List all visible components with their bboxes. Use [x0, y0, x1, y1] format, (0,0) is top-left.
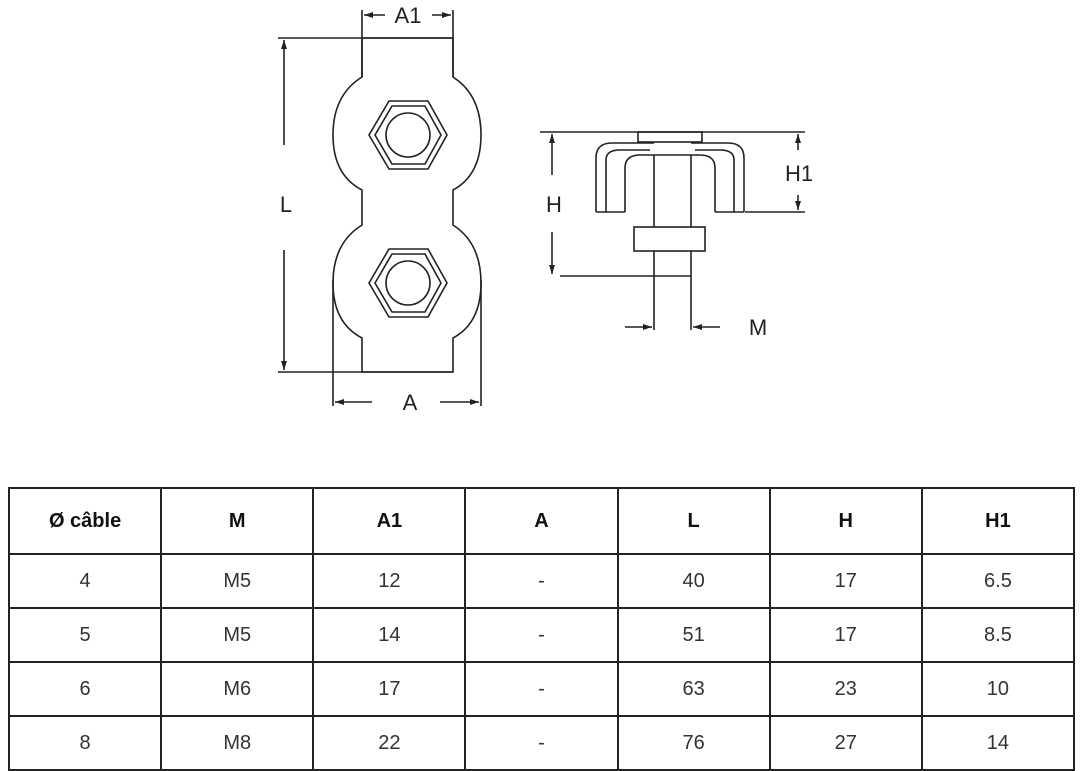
table-header-row: Ø câble M A1 A L H H1	[7, 487, 1076, 555]
header-h1: H1	[920, 487, 1076, 555]
table-cell: 14	[312, 607, 467, 663]
label-l: L	[280, 192, 292, 217]
table-cell: -	[464, 715, 619, 771]
label-a1: A1	[395, 3, 422, 28]
table-cell: 4	[7, 553, 163, 609]
table-cell: 17	[312, 661, 467, 717]
label-a: A	[403, 390, 418, 415]
table-cell: 27	[768, 715, 923, 771]
table-cell: 51	[616, 607, 771, 663]
technical-drawing: A1 L A H H1 M	[278, 3, 813, 415]
table-cell: 6.5	[920, 553, 1076, 609]
table-cell: 23	[768, 661, 923, 717]
table-cell: M8	[160, 715, 315, 771]
header-cable-diameter: Ø câble	[7, 487, 163, 555]
table-cell: -	[464, 607, 619, 663]
table-cell: -	[464, 661, 619, 717]
hex-nut-top	[368, 100, 448, 170]
hex-nut-bottom	[368, 248, 448, 318]
table-cell: 76	[616, 715, 771, 771]
table-cell: 8	[7, 715, 163, 771]
label-h1: H1	[785, 161, 813, 186]
table-cell: 17	[768, 607, 923, 663]
table-cell: 14	[920, 715, 1076, 771]
label-h: H	[546, 192, 562, 217]
table-cell: 17	[768, 553, 923, 609]
table-cell: 22	[312, 715, 467, 771]
table-cell: M5	[160, 553, 315, 609]
table-cell: M5	[160, 607, 315, 663]
table-row: 4 M5 12 - 40 17 6.5	[7, 553, 1076, 609]
table-cell: -	[464, 553, 619, 609]
table-cell: 10	[920, 661, 1076, 717]
side-view	[540, 131, 805, 330]
header-m: M	[160, 487, 315, 555]
table-cell: 40	[616, 553, 771, 609]
table-row: 5 M5 14 - 51 17 8.5	[7, 607, 1076, 663]
table-cell: 8.5	[920, 607, 1076, 663]
table-cell: 63	[616, 661, 771, 717]
table-cell: 6	[7, 661, 163, 717]
header-h: H	[768, 487, 923, 555]
dimensions-table: Ø câble M A1 A L H H1 4 M5 12 - 40 17 6.…	[7, 487, 1076, 771]
clamp-body-outline	[332, 37, 482, 373]
table-cell: 5	[7, 607, 163, 663]
label-m: M	[749, 315, 767, 340]
top-view	[278, 10, 482, 406]
table-cell: 12	[312, 553, 467, 609]
table-row: 8 M8 22 - 76 27 14	[7, 715, 1076, 771]
table-cell: M6	[160, 661, 315, 717]
header-a1: A1	[312, 487, 467, 555]
header-a: A	[464, 487, 619, 555]
header-l: L	[616, 487, 771, 555]
table-row: 6 M6 17 - 63 23 10	[7, 661, 1076, 717]
